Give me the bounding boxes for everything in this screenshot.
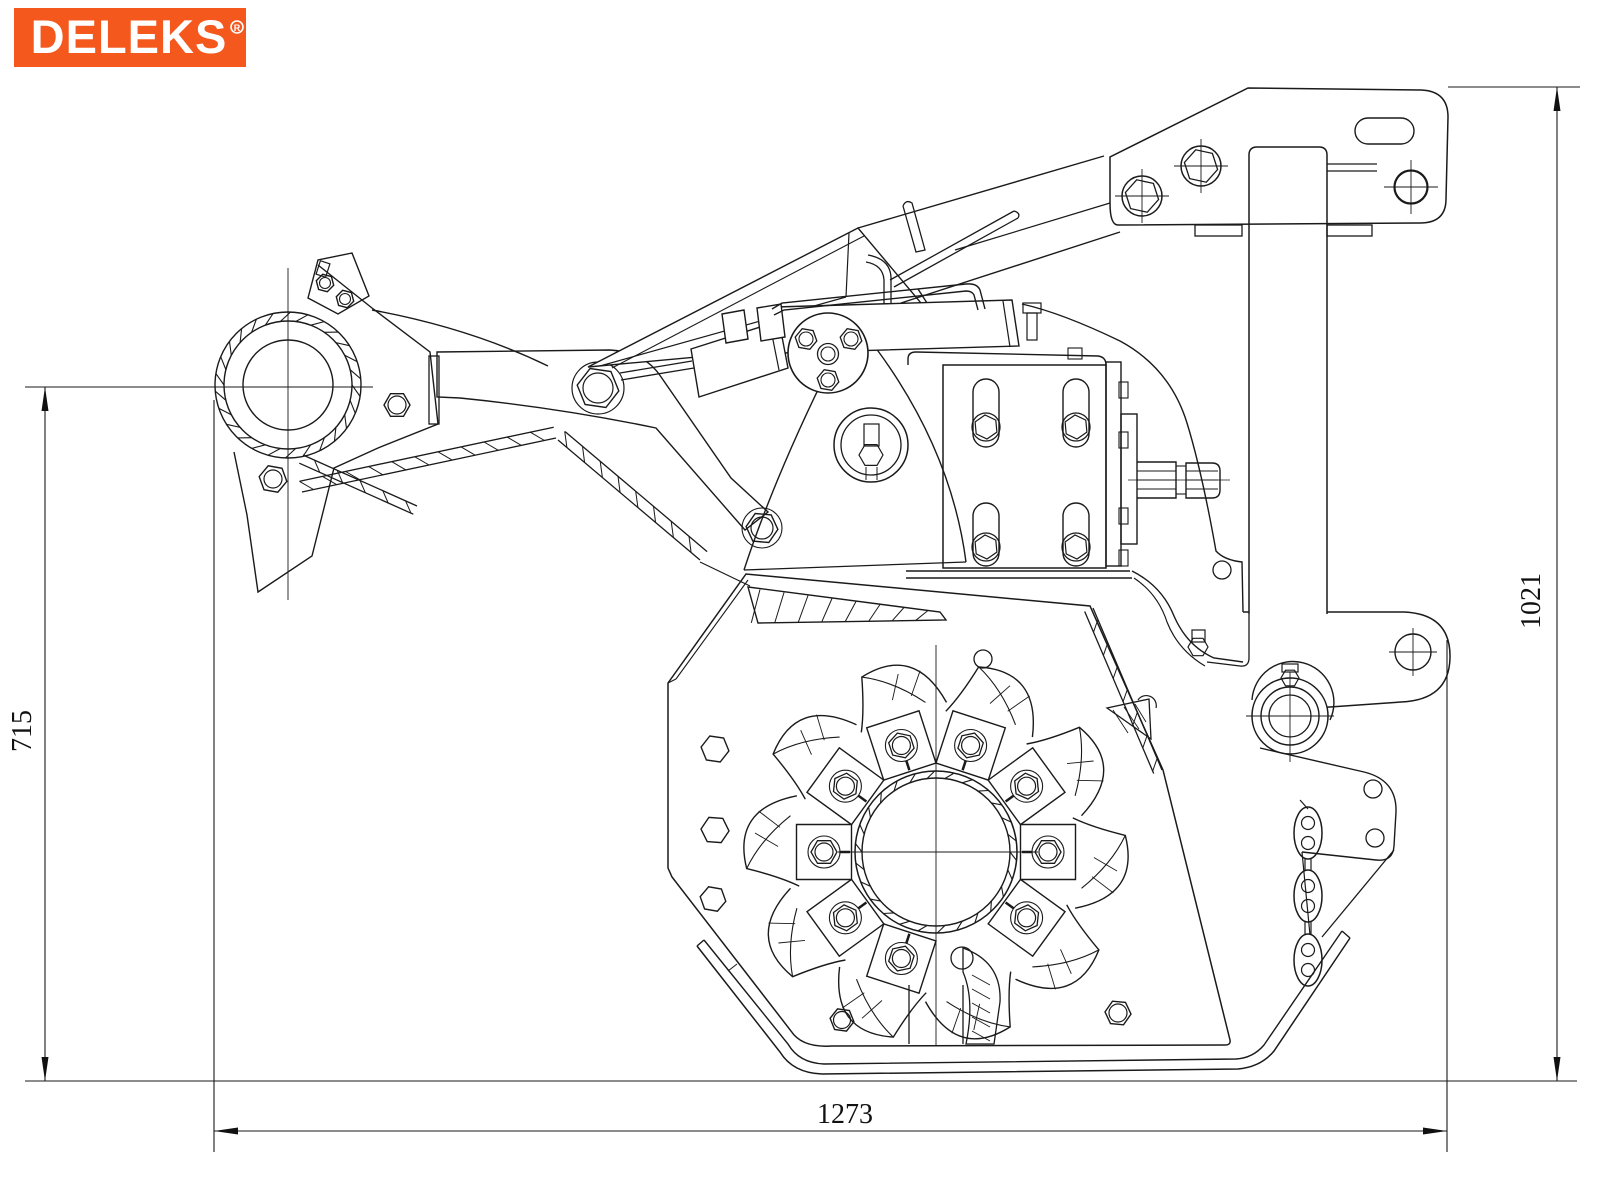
svg-text:715: 715 bbox=[7, 710, 38, 752]
svg-text:1021: 1021 bbox=[1516, 573, 1547, 629]
svg-text:1273: 1273 bbox=[817, 1099, 873, 1130]
svg-text:R: R bbox=[234, 23, 241, 33]
svg-text:DELEKS: DELEKS bbox=[31, 10, 228, 63]
